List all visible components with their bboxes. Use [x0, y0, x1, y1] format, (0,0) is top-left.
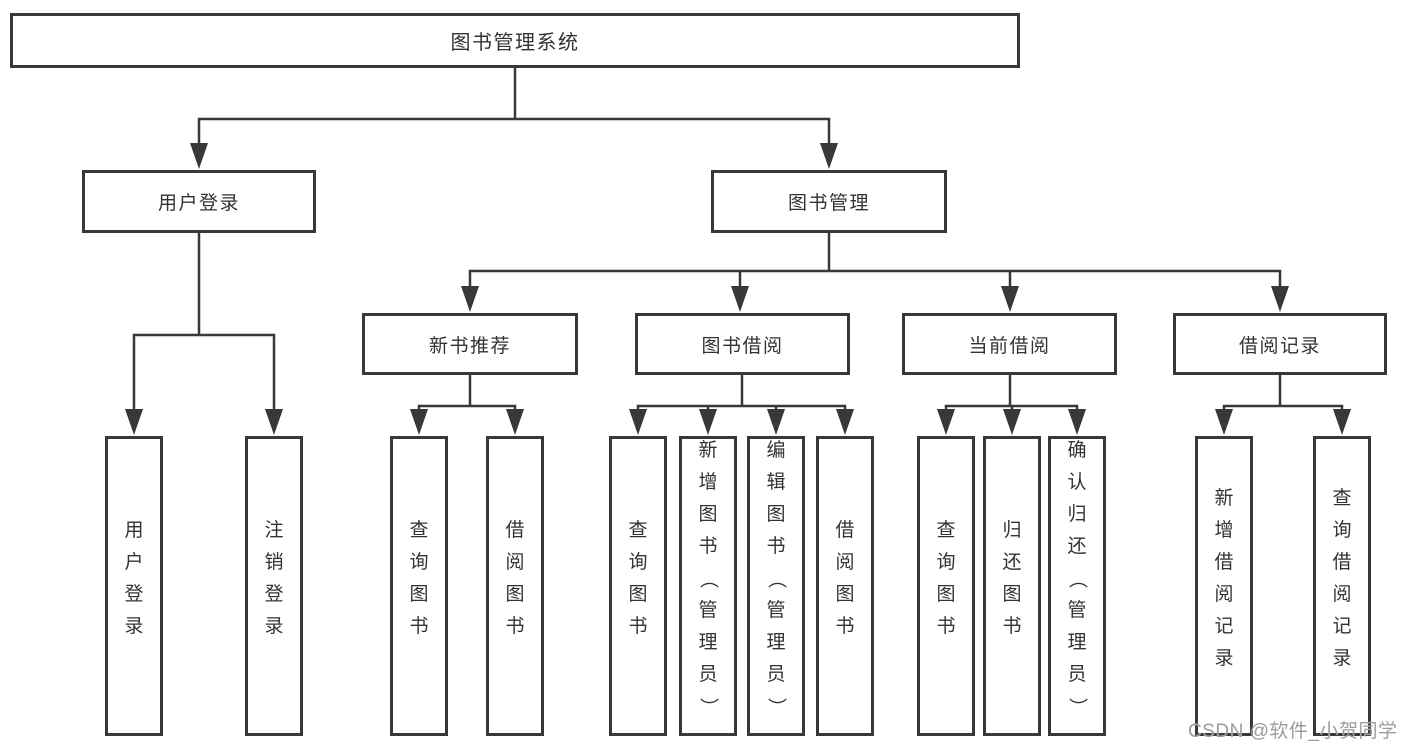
node-add-books-admin: 新增图书（管理员） [679, 436, 737, 736]
node-library-system: 图书管理系统 [10, 13, 1020, 68]
node-return-books: 归还图书 [983, 436, 1041, 736]
node-edit-books-admin: 编辑图书（管理员） [747, 436, 805, 736]
node-borrow-records: 借阅记录 [1173, 313, 1387, 375]
node-query-books-borrow: 查询图书 [609, 436, 667, 736]
node-borrow-books-leaf: 借阅图书 [816, 436, 874, 736]
csdn-watermark: CSDN @软件_小贺同学 [1188, 721, 1398, 742]
node-user-login: 用户登录 [82, 170, 316, 233]
node-add-borrow-record: 新增借阅记录 [1195, 436, 1253, 736]
node-query-books-recommend: 查询图书 [390, 436, 448, 736]
node-query-borrow-record: 查询借阅记录 [1313, 436, 1371, 736]
node-book-management: 图书管理 [711, 170, 947, 233]
node-query-books-current: 查询图书 [917, 436, 975, 736]
node-borrow-books-recommend: 借阅图书 [486, 436, 544, 736]
node-logout-leaf: 注销登录 [245, 436, 303, 736]
node-current-borrow: 当前借阅 [902, 313, 1117, 375]
node-book-borrow: 图书借阅 [635, 313, 850, 375]
node-new-book-recommend: 新书推荐 [362, 313, 578, 375]
node-confirm-return-admin: 确认归还（管理员） [1048, 436, 1106, 736]
node-user-login-leaf: 用户登录 [105, 436, 163, 736]
